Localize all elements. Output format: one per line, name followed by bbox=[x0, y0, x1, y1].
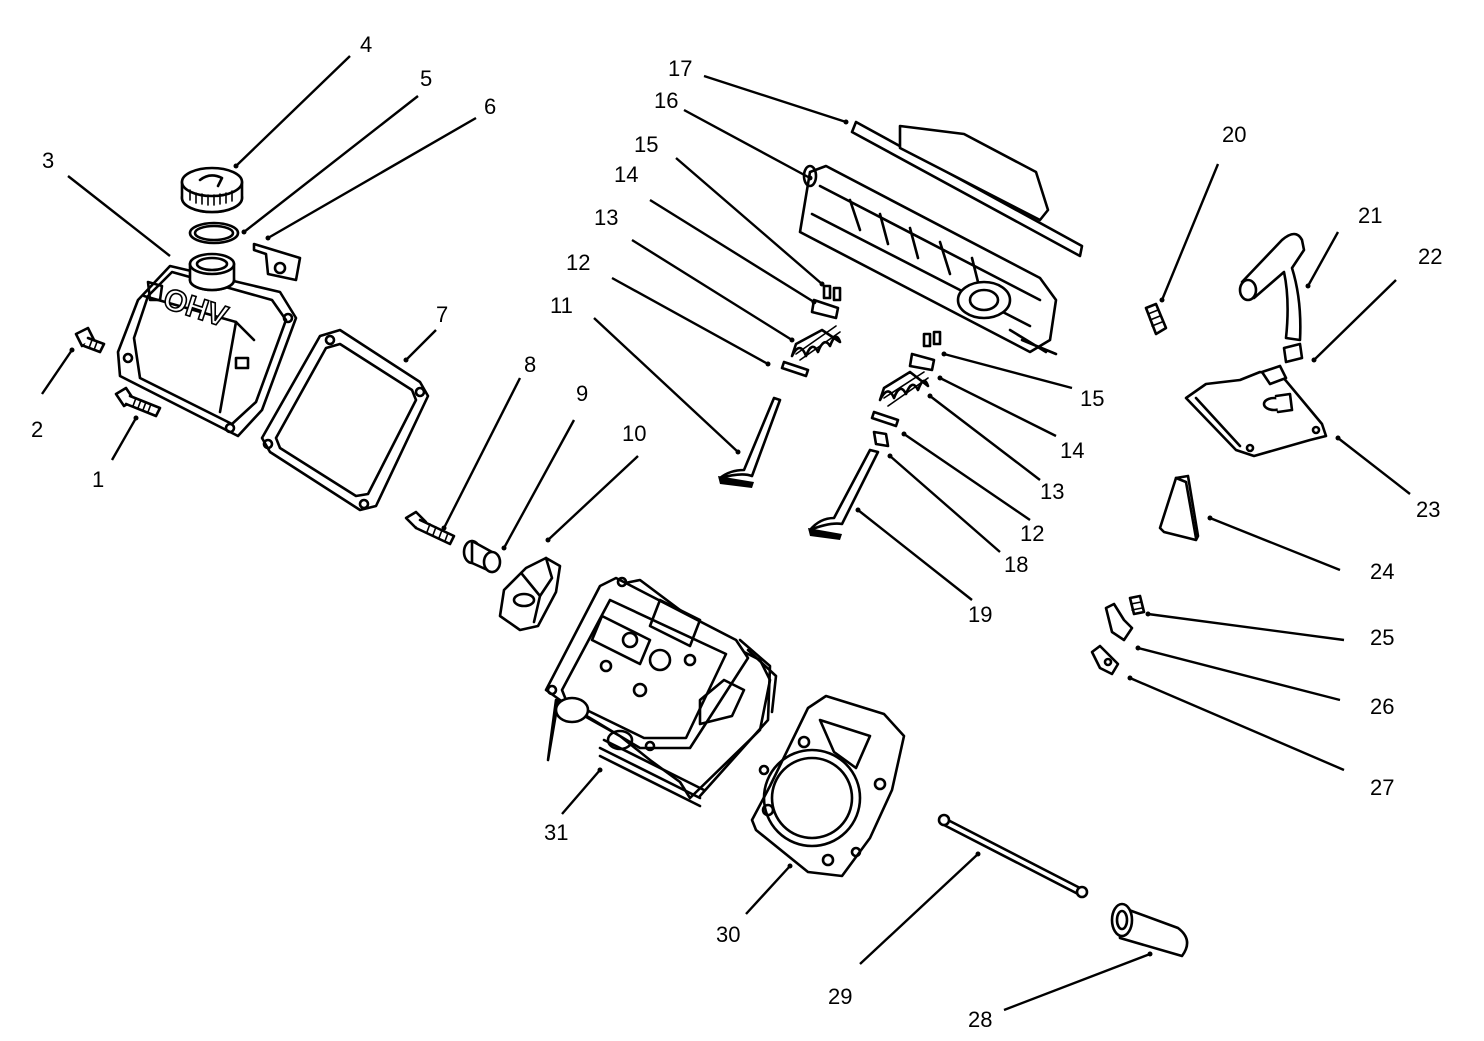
callout-1: 1 bbox=[92, 467, 104, 492]
part-fitting-elbow bbox=[1104, 602, 1134, 642]
callout-6: 6 bbox=[484, 94, 496, 119]
callout-9: 9 bbox=[576, 381, 588, 406]
callout-16: 16 bbox=[654, 88, 678, 113]
callout-31: 31 bbox=[544, 820, 568, 845]
callout-29: 29 bbox=[828, 984, 852, 1009]
part-o-ring bbox=[188, 221, 240, 245]
part-cover-gasket bbox=[260, 328, 430, 512]
part-rocker-cover: OHV bbox=[116, 252, 298, 438]
part-clamp bbox=[1282, 342, 1304, 364]
part-long-bolt bbox=[114, 386, 162, 418]
callout-19: 19 bbox=[968, 602, 992, 627]
callout-15: 15 bbox=[634, 132, 658, 157]
callout-12: 12 bbox=[566, 250, 590, 275]
callout-10: 10 bbox=[622, 421, 646, 446]
part-valve-assembly-right bbox=[870, 330, 942, 428]
callout-13b: 13 bbox=[1040, 479, 1064, 504]
callout-14b: 14 bbox=[1060, 438, 1084, 463]
callout-24: 24 bbox=[1370, 559, 1394, 584]
part-breather-valve bbox=[1144, 302, 1168, 336]
part-oil-filler-cap bbox=[180, 166, 244, 214]
callout-14: 14 bbox=[614, 162, 638, 187]
part-bracket bbox=[252, 242, 302, 282]
part-fitting-screw bbox=[1128, 594, 1146, 616]
part-adjusting-stud bbox=[404, 510, 456, 546]
part-short-bolt bbox=[74, 326, 106, 354]
part-pivot bbox=[462, 539, 502, 574]
callout-28: 28 bbox=[968, 1007, 992, 1032]
callout-11: 11 bbox=[550, 293, 573, 318]
callout-21: 21 bbox=[1358, 203, 1382, 228]
part-cylinder-head bbox=[544, 576, 778, 808]
part-valve-assembly-left bbox=[780, 284, 842, 378]
callout-2: 2 bbox=[31, 417, 43, 442]
callout-labels: 1 2 3 4 5 6 7 8 9 10 11 12 13 14 15 16 1… bbox=[31, 32, 1442, 1032]
callout-30: 30 bbox=[716, 922, 740, 947]
leader-lines bbox=[41, 55, 1411, 1012]
callout-8: 8 bbox=[524, 352, 536, 377]
part-push-rod bbox=[937, 813, 1089, 899]
part-rocker-arm bbox=[498, 556, 562, 632]
part-valve-left bbox=[718, 396, 782, 488]
part-valve-right bbox=[808, 448, 880, 540]
callout-17: 17 bbox=[668, 56, 692, 81]
callout-3: 3 bbox=[42, 148, 54, 173]
callout-22: 22 bbox=[1418, 244, 1442, 269]
callout-27: 27 bbox=[1370, 775, 1394, 800]
part-breather-tube bbox=[1238, 232, 1306, 342]
part-cylinder-head-top bbox=[798, 120, 1084, 356]
callout-13: 13 bbox=[594, 205, 618, 230]
part-tappet bbox=[1110, 902, 1189, 958]
callout-18: 18 bbox=[1004, 552, 1028, 577]
part-fitting-plate bbox=[1090, 644, 1120, 676]
callout-7: 7 bbox=[436, 302, 448, 327]
callout-4: 4 bbox=[360, 32, 372, 57]
part-breather-cover bbox=[1184, 364, 1328, 458]
part-breather-filter bbox=[1158, 474, 1200, 542]
callout-26: 26 bbox=[1370, 694, 1394, 719]
part-valve-seal bbox=[872, 430, 890, 448]
callout-25: 25 bbox=[1370, 625, 1394, 650]
leader-endpoints bbox=[69, 119, 1341, 957]
callout-23: 23 bbox=[1416, 497, 1440, 522]
part-head-gasket bbox=[750, 694, 906, 878]
callout-12b: 12 bbox=[1020, 521, 1044, 546]
callout-20: 20 bbox=[1222, 122, 1246, 147]
callout-15b: 15 bbox=[1080, 386, 1104, 411]
callout-5: 5 bbox=[420, 66, 432, 91]
